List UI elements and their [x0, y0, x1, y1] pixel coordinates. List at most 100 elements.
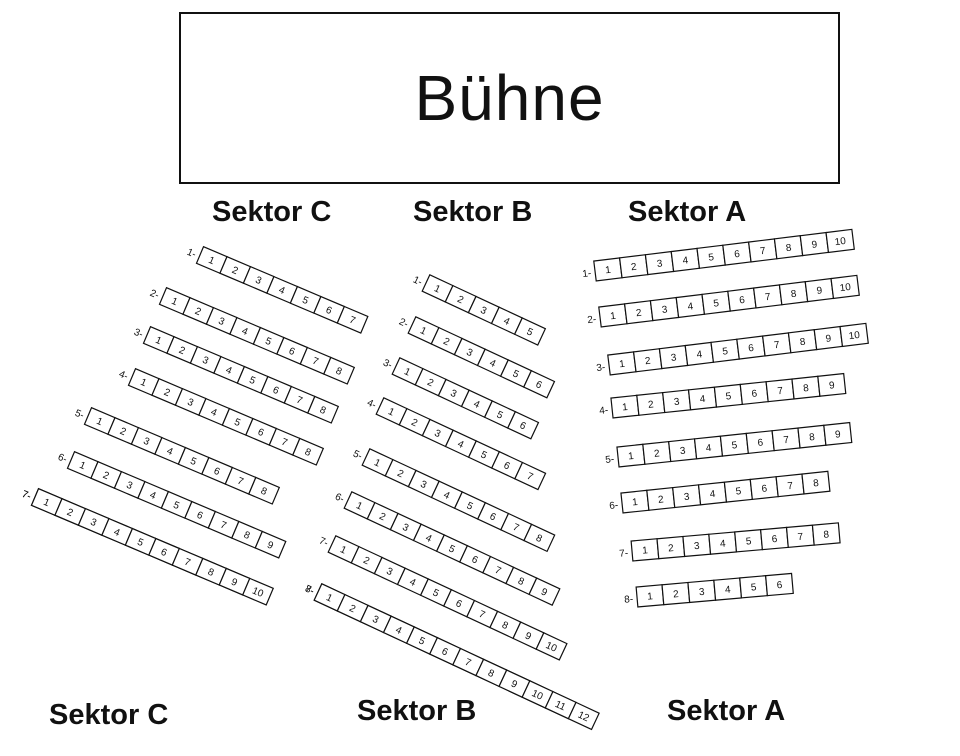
- seat[interactable]: 3: [668, 438, 698, 463]
- seat-box[interactable]: [336, 305, 369, 334]
- seat[interactable]: 2: [646, 486, 676, 511]
- seat[interactable]: 2: [618, 254, 649, 279]
- seat[interactable]: 10: [241, 577, 275, 606]
- seat[interactable]: 4: [670, 247, 701, 273]
- seat-box[interactable]: [528, 577, 561, 606]
- seat[interactable]: 8: [791, 375, 821, 400]
- seat-box[interactable]: [567, 701, 600, 731]
- seat[interactable]: 10: [839, 322, 869, 348]
- seat[interactable]: 6: [759, 526, 789, 551]
- seat-box[interactable]: [323, 356, 356, 385]
- seat[interactable]: 4: [708, 531, 738, 555]
- seat-box[interactable]: [241, 577, 275, 606]
- seat[interactable]: 8: [292, 437, 325, 466]
- seat[interactable]: 5: [713, 383, 743, 408]
- seat-box[interactable]: [514, 461, 547, 491]
- seat[interactable]: 6: [727, 287, 757, 312]
- seat-box[interactable]: [513, 317, 547, 346]
- seat[interactable]: 7: [785, 524, 815, 549]
- seat[interactable]: 9: [254, 530, 287, 559]
- seat[interactable]: 10: [521, 680, 554, 709]
- seat[interactable]: 6: [745, 430, 775, 455]
- seat[interactable]: 5: [719, 432, 749, 457]
- seat[interactable]: 4: [687, 386, 718, 411]
- seat[interactable]: 6: [506, 410, 540, 440]
- seat[interactable]: 8: [323, 356, 356, 385]
- seat[interactable]: 1: [610, 394, 640, 419]
- seat[interactable]: 6: [736, 335, 766, 360]
- seat[interactable]: 8: [787, 329, 818, 354]
- seat[interactable]: 2: [623, 300, 654, 325]
- seat[interactable]: 3: [662, 389, 692, 414]
- seat[interactable]: 10: [830, 274, 860, 300]
- seat-box[interactable]: [523, 523, 556, 553]
- seat[interactable]: 5: [710, 338, 740, 363]
- seat[interactable]: 8: [307, 395, 340, 424]
- seat[interactable]: 7: [775, 473, 805, 498]
- seat[interactable]: 10: [535, 632, 568, 661]
- seat[interactable]: 11: [544, 690, 577, 720]
- seat[interactable]: 5: [513, 317, 547, 346]
- seat[interactable]: 9: [813, 325, 844, 351]
- seat[interactable]: 2: [642, 440, 672, 465]
- seat[interactable]: 1: [616, 443, 646, 468]
- seat-box[interactable]: [801, 470, 831, 495]
- seat[interactable]: 4: [713, 577, 743, 601]
- seat-box[interactable]: [254, 530, 287, 559]
- seat[interactable]: 7: [747, 238, 778, 263]
- seat[interactable]: 9: [528, 577, 561, 606]
- seat[interactable]: 7: [765, 378, 795, 403]
- seat-box[interactable]: [830, 274, 860, 300]
- seat[interactable]: 7: [514, 461, 547, 491]
- seat[interactable]: 5: [723, 478, 753, 503]
- seat[interactable]: 4: [684, 341, 715, 367]
- seat-box[interactable]: [817, 372, 847, 397]
- seat[interactable]: 6: [739, 381, 769, 406]
- seat[interactable]: 2: [636, 391, 666, 416]
- seat[interactable]: 12: [567, 701, 600, 731]
- seat[interactable]: 8: [797, 424, 827, 449]
- seat[interactable]: 10: [825, 228, 855, 254]
- seat[interactable]: 9: [823, 421, 853, 446]
- seat[interactable]: 3: [682, 533, 712, 558]
- seat-box[interactable]: [292, 437, 325, 466]
- seat[interactable]: 2: [632, 348, 663, 373]
- seat[interactable]: 3: [644, 250, 675, 276]
- seat[interactable]: 3: [687, 579, 717, 604]
- seat-box[interactable]: [823, 421, 853, 446]
- seat[interactable]: 8: [778, 281, 809, 306]
- seat[interactable]: 4: [697, 481, 728, 506]
- seat[interactable]: 5: [734, 529, 764, 553]
- seat[interactable]: 3: [658, 344, 689, 370]
- seat-box[interactable]: [522, 369, 556, 399]
- seat-box[interactable]: [764, 572, 794, 597]
- seat-box[interactable]: [811, 522, 841, 546]
- seat[interactable]: 8: [248, 476, 281, 505]
- seat[interactable]: 3: [649, 296, 680, 322]
- seat[interactable]: 8: [811, 522, 841, 546]
- seat[interactable]: 8: [773, 235, 804, 260]
- seat[interactable]: 2: [661, 581, 691, 606]
- seat[interactable]: 1: [630, 538, 660, 562]
- seat[interactable]: 7: [752, 284, 783, 309]
- seat[interactable]: 7: [771, 427, 801, 452]
- seat[interactable]: 1: [598, 303, 628, 328]
- seat-box[interactable]: [839, 322, 869, 348]
- seat-box[interactable]: [825, 228, 855, 254]
- seat-box[interactable]: [307, 395, 340, 424]
- seat-box[interactable]: [248, 476, 281, 505]
- seat[interactable]: 8: [801, 470, 831, 495]
- seat[interactable]: 2: [656, 535, 686, 560]
- seat[interactable]: 1: [635, 584, 665, 608]
- seat[interactable]: 7: [761, 332, 792, 357]
- seat[interactable]: 6: [522, 369, 556, 399]
- seat[interactable]: 8: [523, 523, 556, 553]
- seat[interactable]: 6: [722, 241, 752, 266]
- seat[interactable]: 4: [693, 435, 724, 460]
- seat[interactable]: 5: [696, 244, 726, 269]
- seat[interactable]: 9: [804, 277, 835, 303]
- seat[interactable]: 9: [799, 231, 830, 257]
- seat[interactable]: 9: [817, 372, 847, 397]
- seat[interactable]: 1: [593, 257, 623, 282]
- seat-box[interactable]: [535, 632, 568, 661]
